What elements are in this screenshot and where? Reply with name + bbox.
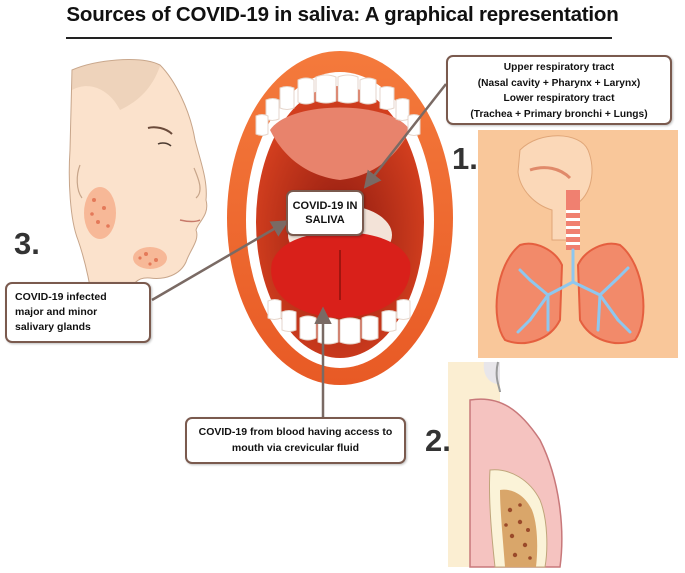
label-number-1: 1. xyxy=(452,141,478,176)
face-illustration xyxy=(68,59,208,323)
callout-glands-line-2: major and minor xyxy=(15,306,98,318)
respiratory-tract-illustration xyxy=(478,130,678,358)
callout-crevicular-fluid: COVID-19 from blood having access to mou… xyxy=(185,417,406,464)
callout-respiratory-tract: Upper respiratory tract (Nasal cavity + … xyxy=(446,55,672,125)
callout-respiratory-line-3: Lower respiratory tract xyxy=(503,93,615,104)
arrow-respiratory-to-saliva xyxy=(363,83,447,189)
callout-covid-in-saliva: COVID-19 IN SALIVA xyxy=(286,190,364,236)
callout-respiratory-line-1: Upper respiratory tract xyxy=(503,62,615,73)
tooth-gum-illustration xyxy=(448,361,563,568)
callout-respiratory-line-2: (Nasal cavity + Pharynx + Larynx) xyxy=(477,77,641,89)
callout-salivary-glands: COVID-19 infected major and minor saliva… xyxy=(5,282,151,343)
callout-saliva-line-1: COVID-19 IN xyxy=(292,200,358,212)
label-number-3: 3. xyxy=(14,226,40,261)
callout-respiratory-line-4: (Trachea + Primary bronchi + Lungs) xyxy=(470,108,648,120)
page-title: Sources of COVID-19 in saliva: A graphic… xyxy=(66,3,619,26)
callout-glands-line-3: salivary glands xyxy=(15,321,91,333)
title-divider xyxy=(66,37,612,39)
arrow-glands-to-saliva xyxy=(151,220,290,302)
arrows xyxy=(151,83,447,417)
label-number-2: 2. xyxy=(425,423,451,458)
callout-blood-line-1: COVID-19 from blood having access to xyxy=(198,426,393,438)
callout-saliva-line-2: SALIVA xyxy=(305,214,345,226)
callout-blood-line-2: mouth via crevicular fluid xyxy=(231,442,360,454)
callout-glands-line-1: COVID-19 infected xyxy=(15,291,107,303)
